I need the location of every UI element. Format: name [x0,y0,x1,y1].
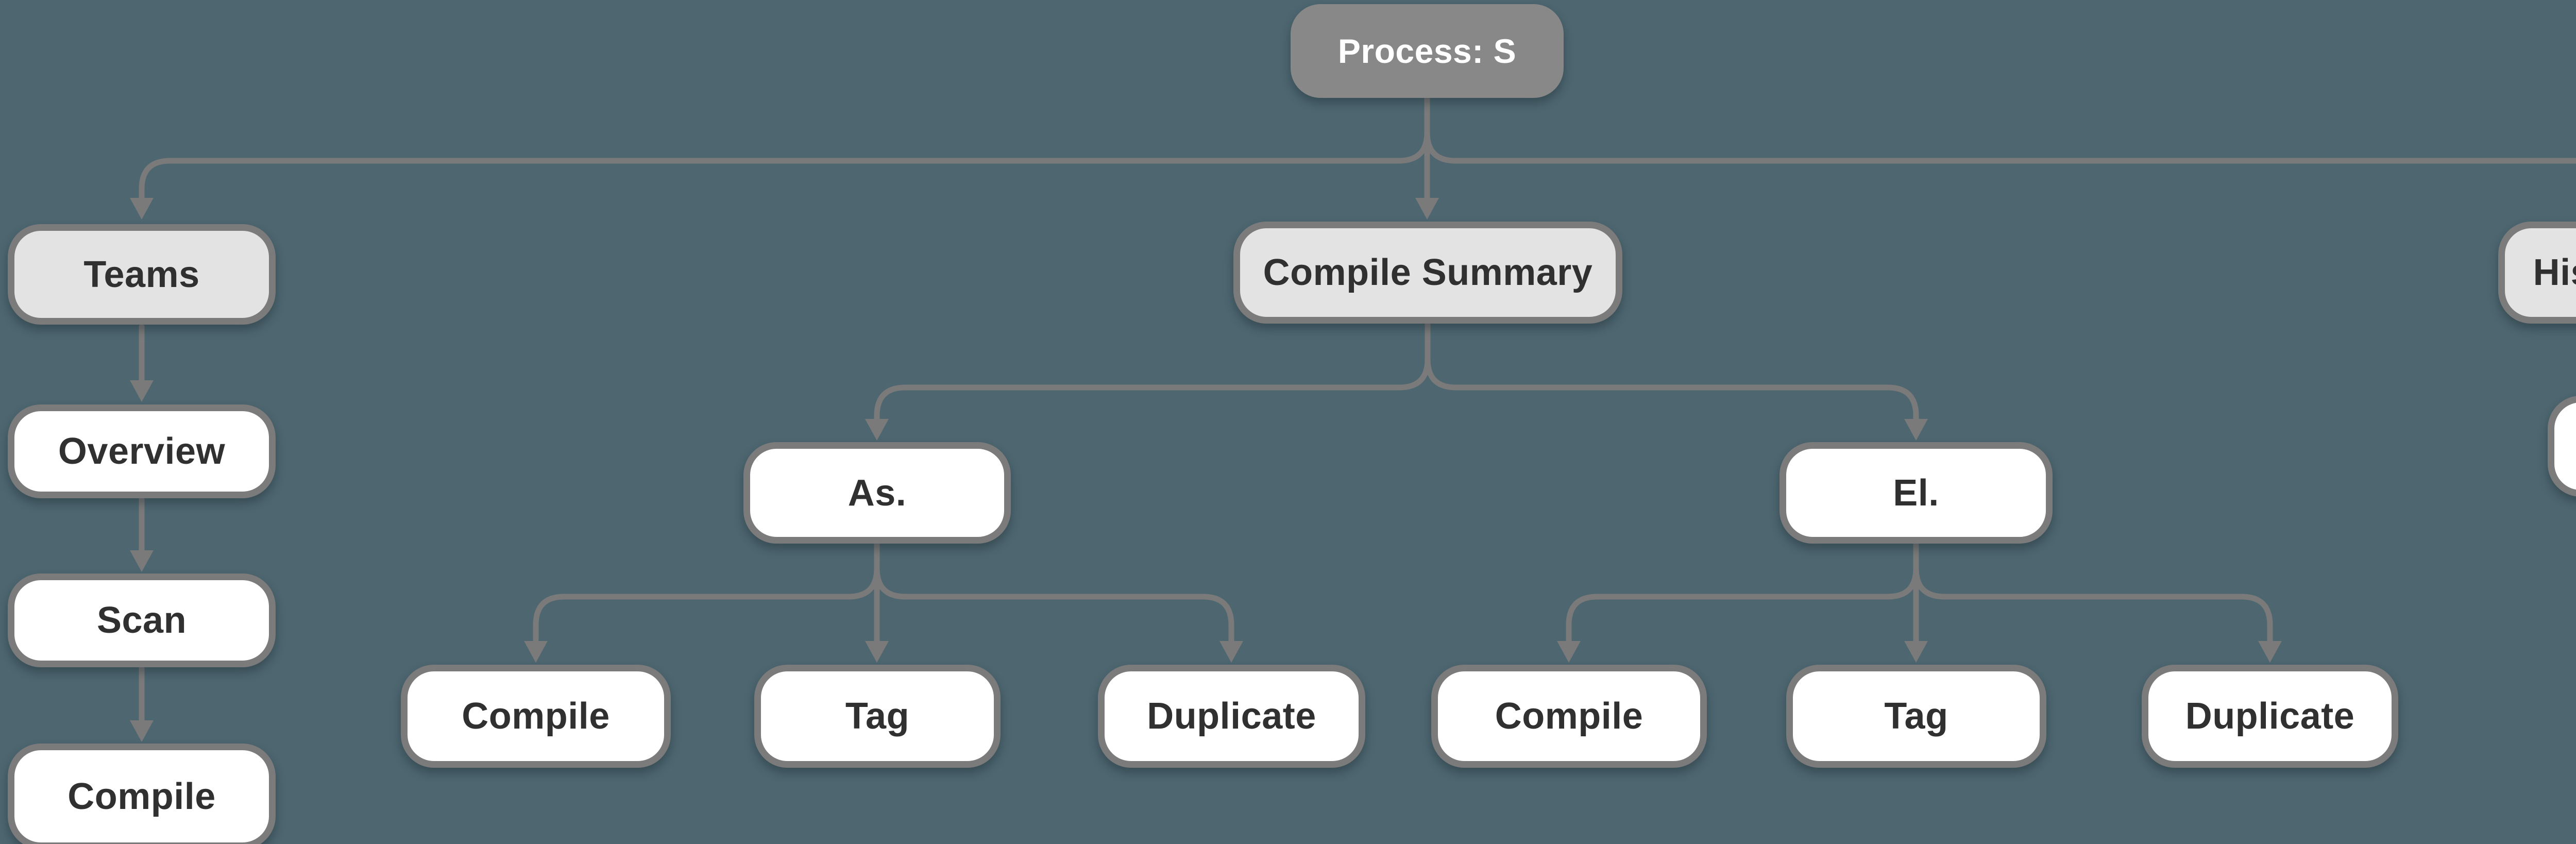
node-historical-trends: Historical Trends [2498,222,2576,324]
arrowhead [1904,641,1928,663]
connector-el-to-duplicate [1913,541,2282,663]
arrowhead [524,641,548,663]
arrowhead [1904,419,1928,441]
arrowhead [130,380,154,402]
node-process-root: Process: S [1291,4,1564,98]
node-el-duplicate: Duplicate [2142,665,2398,768]
node-as-duplicate: Duplicate [1098,665,1365,768]
node-el-compile: Compile [1431,665,1707,768]
connector-compile-summary-to-as [865,322,1431,441]
arrowhead [865,419,889,441]
connector-el-to-compile [1557,541,1919,663]
node-teams: Teams [8,224,276,325]
arrowhead [1219,641,1243,663]
connector-as-to-duplicate [874,541,1243,663]
connector-overview-to-scan [130,495,154,572]
connector-as-to-compile [524,541,880,663]
connector-compile-summary-to-el [1425,322,1928,441]
node-el-tag: Tag [1786,665,2046,768]
connector-root-to-historical-trends [1424,96,2576,164]
connector-teams-to-overview [130,324,154,402]
arrowhead [2258,641,2282,663]
node-teams-scan: Scan [8,573,276,667]
connector-scan-to-compile [130,664,154,742]
node-el: El. [1780,442,2053,544]
arrowhead [130,198,154,220]
arrowhead [130,720,154,742]
connector-root-to-teams [130,96,1430,220]
arrowhead [865,641,889,663]
node-as-compile: Compile [401,665,671,768]
arrowhead [1557,641,1581,663]
node-as: As. [743,442,1011,544]
node-compile-summary: Compile Summary [1233,222,1622,324]
node-teams-overview: Overview [8,404,276,498]
node-teams-compile: Compile [8,744,276,844]
arrowhead [1415,198,1439,220]
arrowhead [130,550,154,572]
node-as-tag: Tag [754,665,1001,768]
